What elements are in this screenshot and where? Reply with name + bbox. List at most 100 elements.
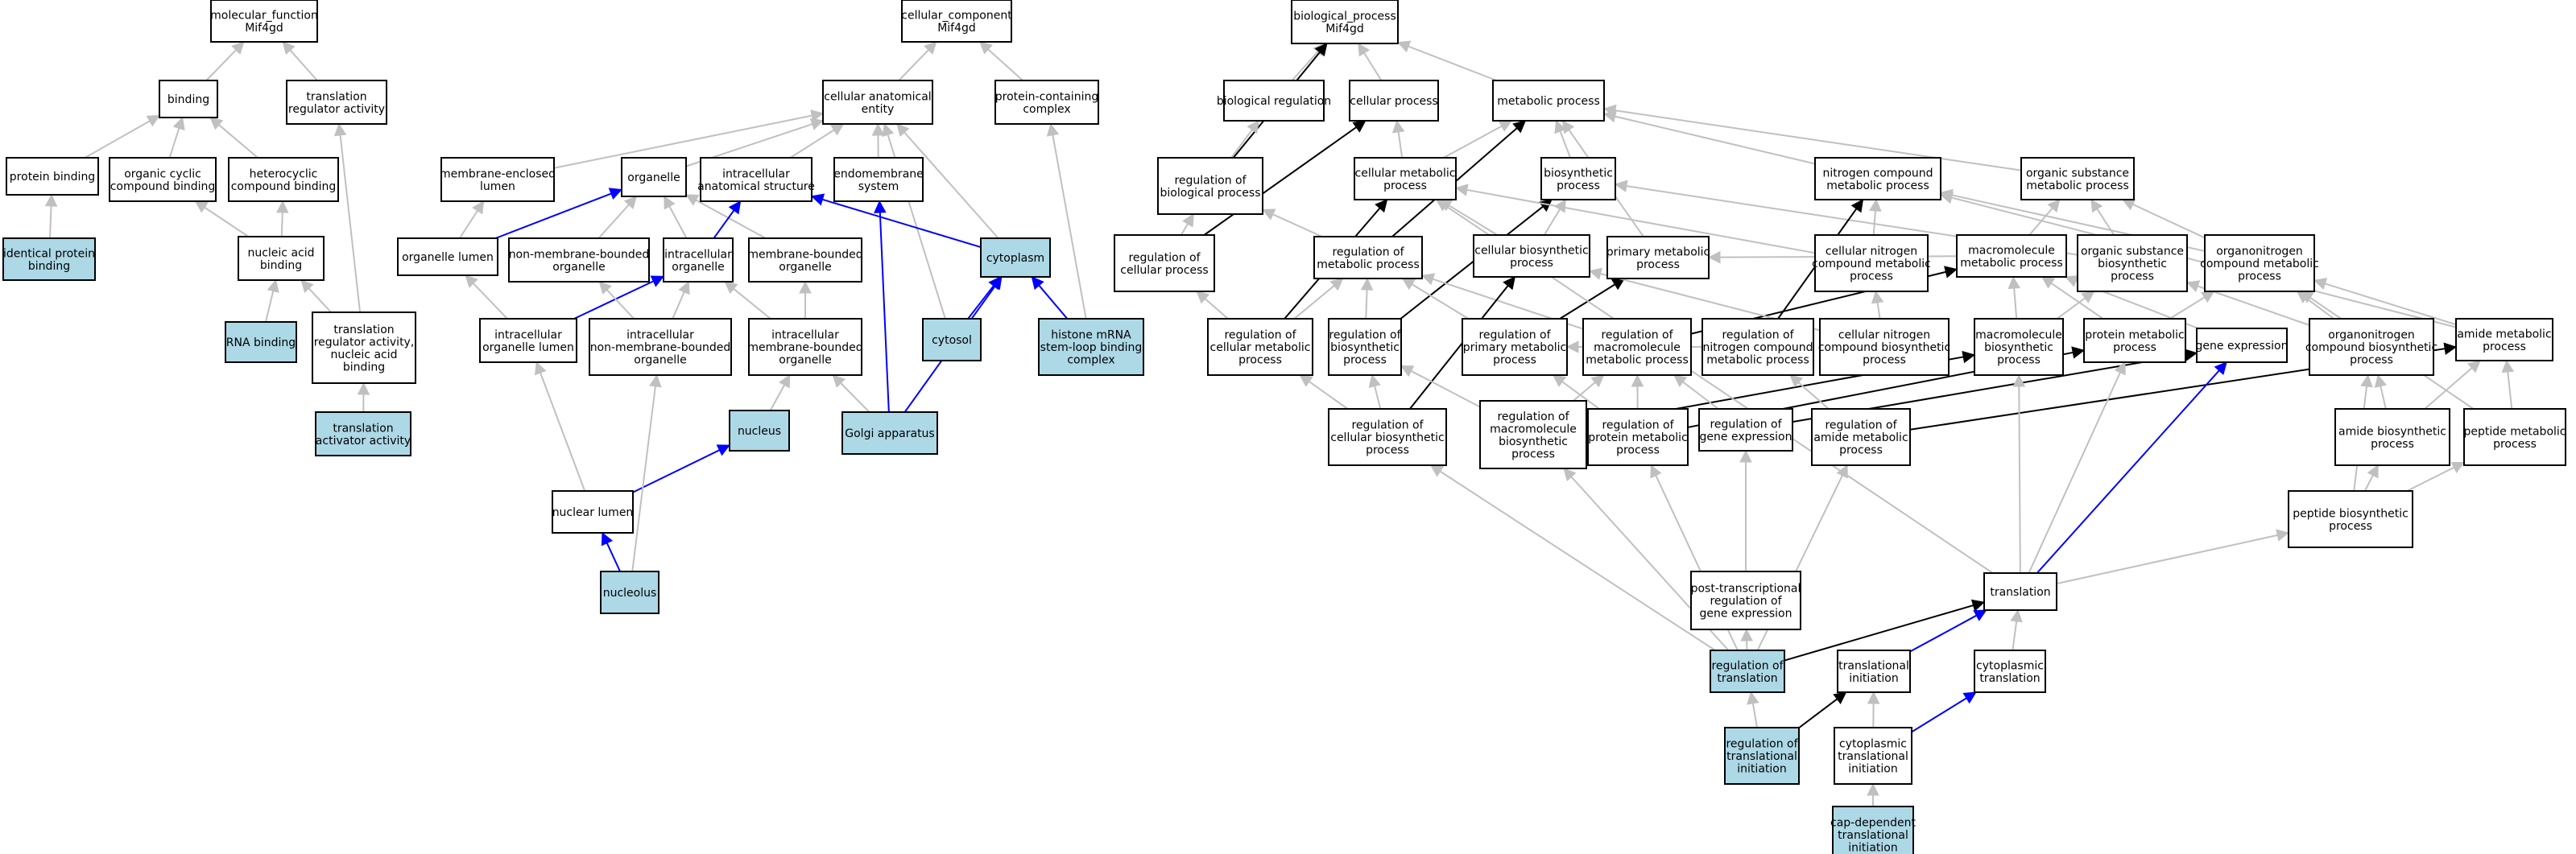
node-organelle[interactable]: organelle xyxy=(621,157,687,197)
edge-line xyxy=(1448,204,1499,236)
node-cyto[interactable]: cytoplasm xyxy=(980,237,1051,278)
node-mp[interactable]: metabolic process xyxy=(1492,80,1605,122)
node-ol[interactable]: organelle lumen xyxy=(397,237,498,276)
node-rnab[interactable]: RNA binding xyxy=(225,321,297,363)
edge-inmbo-to-io xyxy=(672,280,690,320)
node-cp[interactable]: cellular process xyxy=(1349,80,1439,122)
edge-nl-to-nucleus xyxy=(632,444,731,493)
node-golgi[interactable]: Golgi apparatus xyxy=(841,411,938,455)
node-nucleolus[interactable]: nucleolus xyxy=(600,571,660,614)
edge-arrowhead xyxy=(1429,464,1445,477)
node-label-line: initiation xyxy=(1848,763,1897,776)
edge-arrowhead xyxy=(1707,250,1721,264)
edge-arrowhead xyxy=(779,374,791,389)
node-cytosol[interactable]: cytosol xyxy=(922,318,982,361)
node-label-line: binding xyxy=(260,259,302,272)
node-box xyxy=(1819,318,1950,376)
node-nl[interactable]: nuclear lumen xyxy=(552,490,634,534)
node-inmbo[interactable]: intracellularnon-membrane-boundedorganel… xyxy=(589,318,732,376)
node-box xyxy=(589,318,732,376)
edge-ti-to-translation xyxy=(1909,609,1987,653)
node-label-line: regulation of xyxy=(1602,419,1674,432)
edge-hmrna-to-pcc xyxy=(1046,122,1087,320)
node-binding[interactable]: binding xyxy=(159,80,218,118)
node-rmbp[interactable]: regulation ofmacromoleculebiosyntheticpr… xyxy=(1479,400,1587,469)
node-ge[interactable]: gene expression xyxy=(2196,328,2289,363)
edge-line xyxy=(1951,196,2457,328)
node-br[interactable]: biological regulation xyxy=(1217,80,1331,122)
node-protbind[interactable]: protein binding xyxy=(6,157,99,196)
node-nucleus[interactable]: nucleus xyxy=(729,410,790,452)
edge-inmbo-to-nmbo xyxy=(598,281,635,320)
node-box xyxy=(2083,318,2186,363)
node-translation[interactable]: translation xyxy=(1983,572,2057,611)
edge-taa-to-tranab xyxy=(357,382,370,413)
edge-arrowhead xyxy=(1046,122,1060,137)
edge-line xyxy=(1911,697,1967,733)
edge-arrowhead xyxy=(871,122,885,136)
edge-cae-to-cc xyxy=(898,41,937,81)
node-label-line: compound binding xyxy=(231,180,337,193)
node-box xyxy=(1832,806,1914,854)
node-label-line: process xyxy=(1383,179,1427,192)
